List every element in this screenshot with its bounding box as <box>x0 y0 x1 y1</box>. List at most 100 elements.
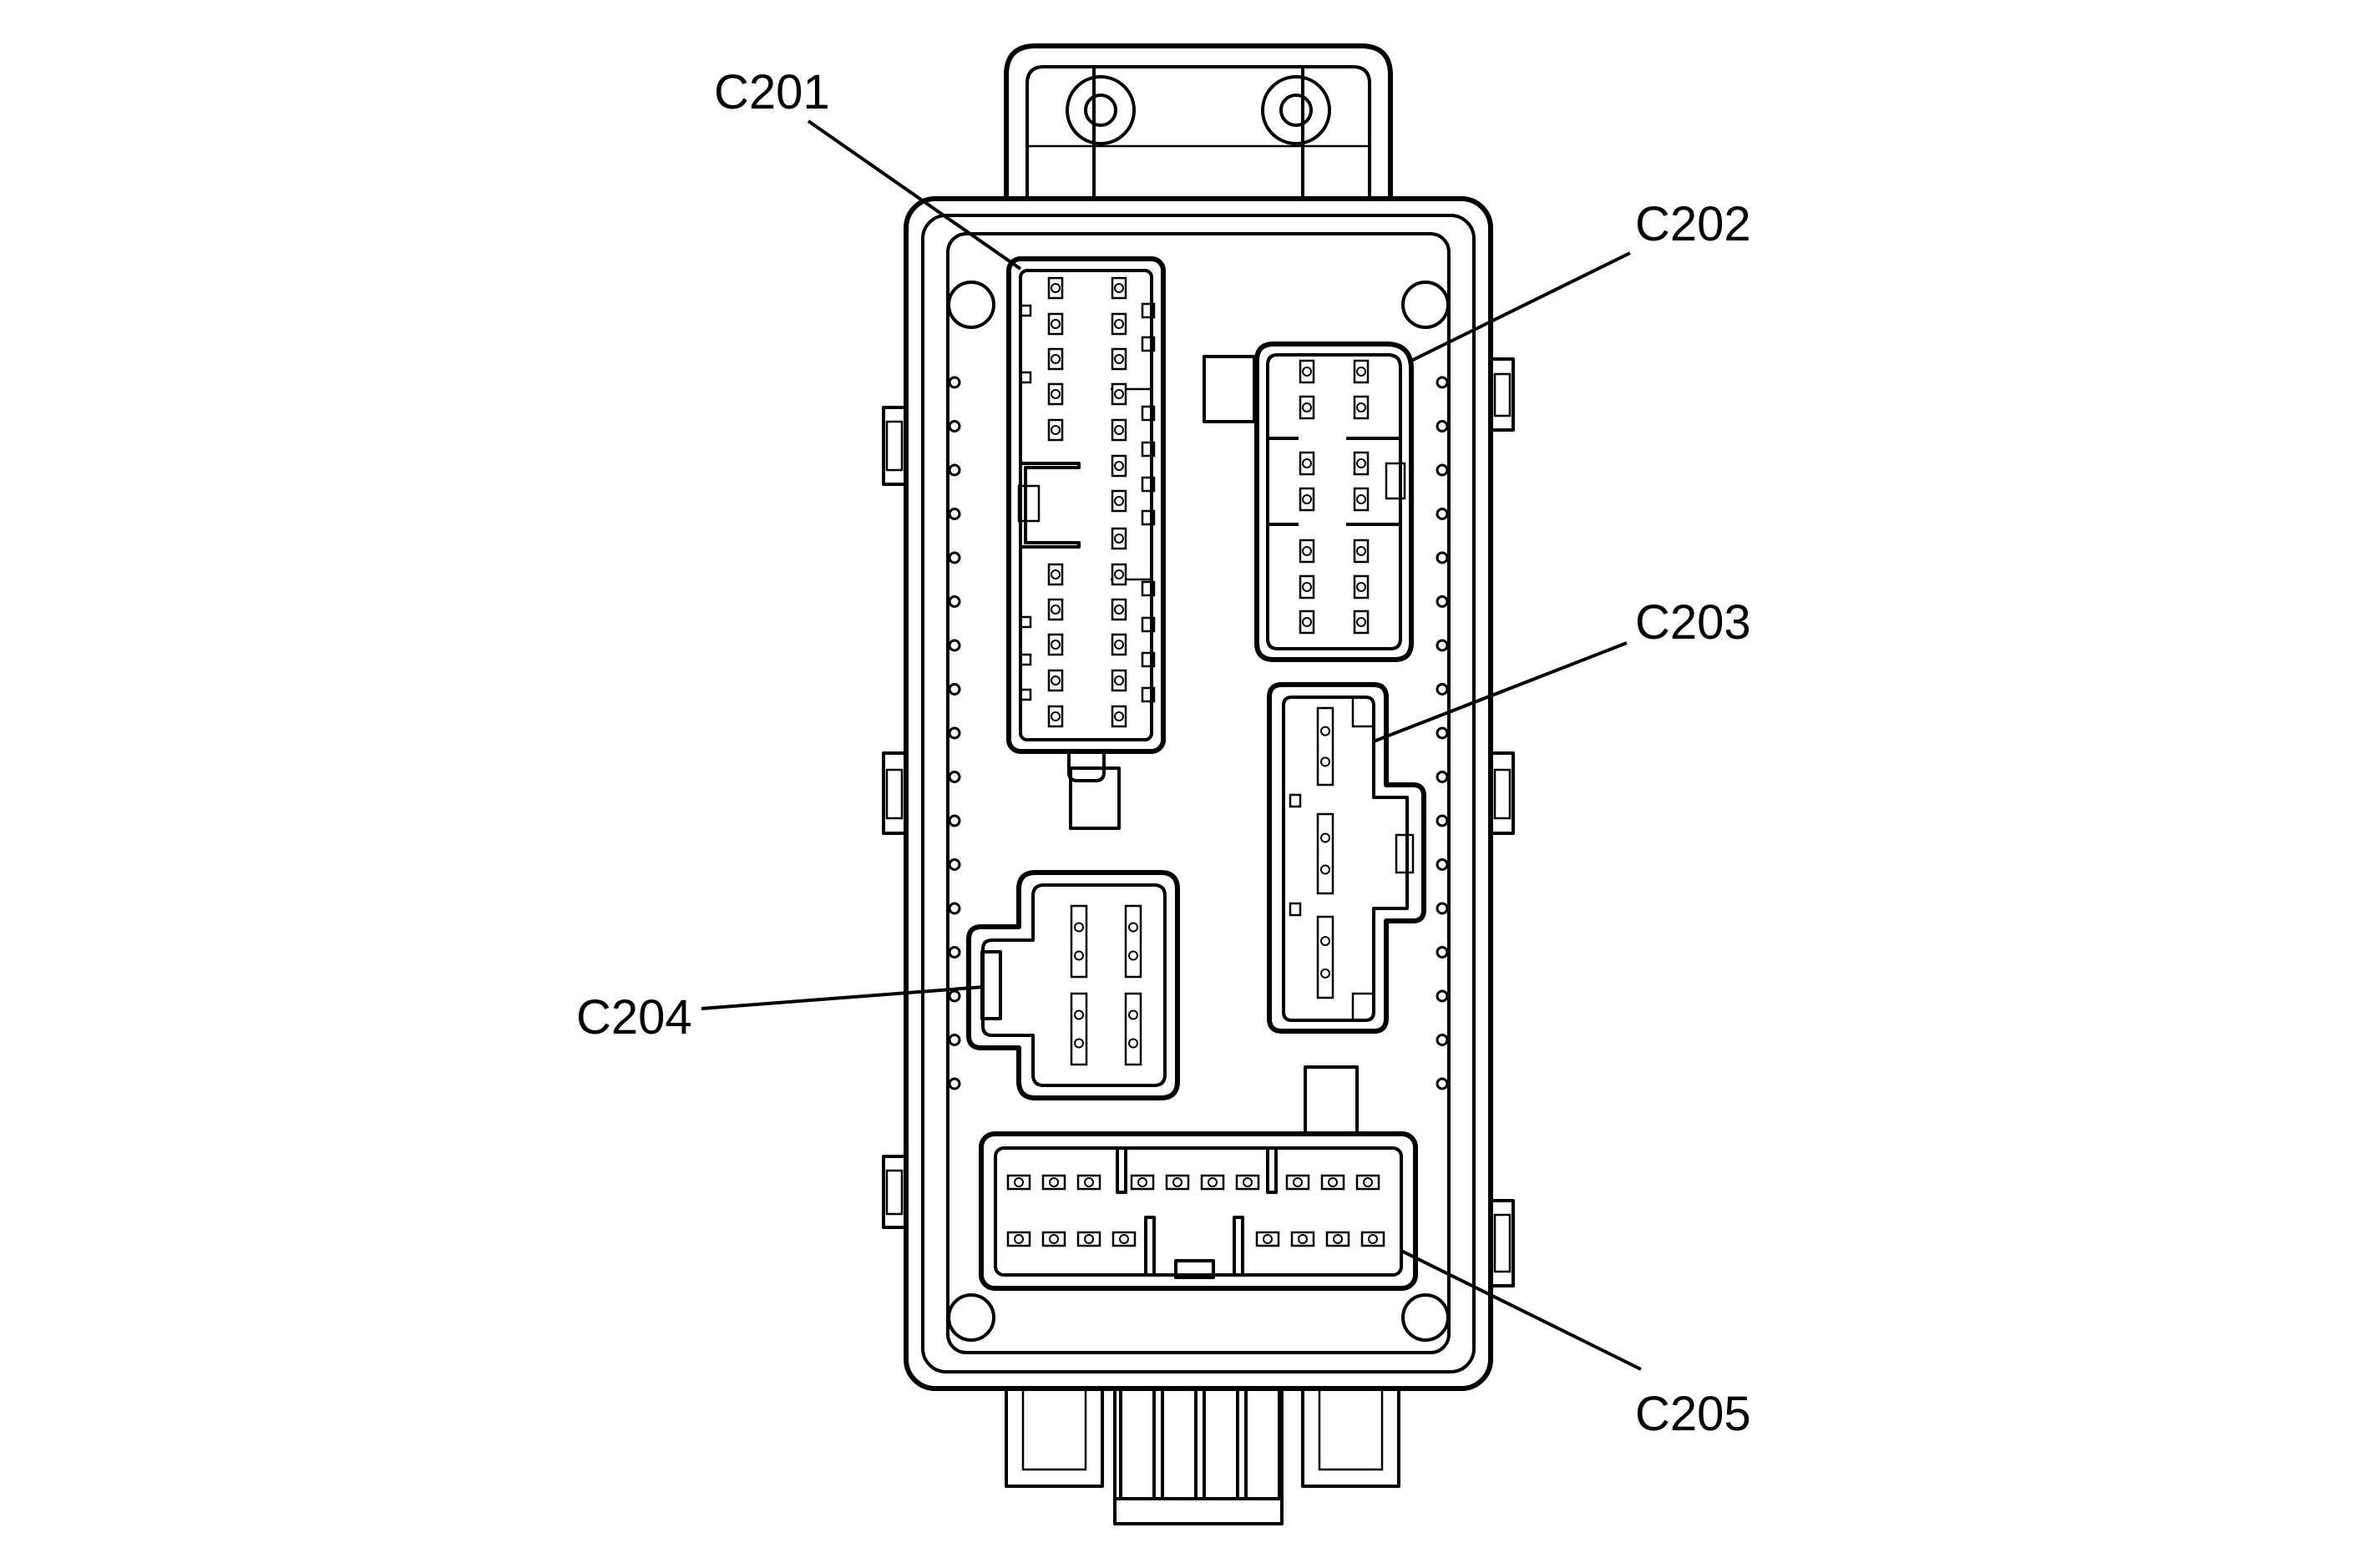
c204-terminal-pin <box>1074 950 1084 961</box>
housing-dot <box>1436 508 1449 520</box>
c205-terminal-pin <box>1208 1177 1218 1187</box>
bottom-terminal-block <box>1005 1389 1400 1525</box>
c202-terminal-pin <box>1356 546 1366 556</box>
housing-dot <box>948 946 961 959</box>
c201-terminal-pin <box>1051 711 1061 721</box>
c205-terminal-pin <box>1243 1177 1253 1187</box>
c201-latch <box>1141 336 1156 352</box>
c201-terminal-pin <box>1114 354 1124 364</box>
housing-dot <box>948 814 961 827</box>
c201-latch <box>1141 651 1156 668</box>
c202-terminals <box>1299 359 1370 635</box>
c201-latch <box>1141 441 1156 458</box>
c202-terminal-pin <box>1302 546 1312 556</box>
c202-terminal-pin <box>1356 402 1366 412</box>
c205-terminal-pin <box>1172 1177 1182 1187</box>
c202-terminal-pin <box>1302 617 1312 627</box>
junction-block-housing <box>882 196 1515 1391</box>
terminal-slat <box>1119 1389 1156 1500</box>
c204-terminal-pin <box>1128 1038 1138 1049</box>
c201-terminal-pin <box>1051 604 1061 615</box>
housing-dot <box>948 989 961 1003</box>
housing-dot <box>1436 463 1449 477</box>
c201-latch <box>1019 653 1032 666</box>
c201-terminal-pin <box>1114 461 1124 471</box>
c202-terminal-pin <box>1302 367 1312 377</box>
c201-latch <box>1019 371 1032 384</box>
c205-terminal-pin <box>1363 1177 1373 1187</box>
housing-dot <box>948 902 961 915</box>
top-mounting-bracket <box>1004 43 1393 200</box>
housing-edge-dots <box>948 376 1449 1090</box>
c201-terminal-pin <box>1114 534 1124 544</box>
terminal-slat <box>1203 1389 1239 1500</box>
housing-dot <box>948 420 961 432</box>
c202-leader-line <box>1410 251 1631 362</box>
c202-terminal-pin <box>1302 458 1312 468</box>
c201-terminals <box>1019 276 1156 728</box>
housing-dot <box>948 858 961 871</box>
c202-terminal-pin <box>1356 494 1366 504</box>
c201-terminal-pin <box>1051 675 1061 685</box>
c202-terminal-pin <box>1356 458 1366 468</box>
c201-terminal-pin <box>1051 425 1061 435</box>
c205-terminal-pin <box>1084 1177 1094 1187</box>
c203-terminal-pin <box>1320 864 1330 875</box>
housing-dot <box>948 595 961 608</box>
c202-terminal-pin <box>1356 617 1366 627</box>
housing-dot <box>948 771 961 783</box>
c202-terminal-pin <box>1302 402 1312 412</box>
terminal-slat <box>1244 1389 1281 1500</box>
c205-terminal-pin <box>1328 1177 1338 1187</box>
c205-terminal-pin <box>1014 1177 1024 1187</box>
c201-terminal-pin <box>1051 389 1061 399</box>
c203-terminal-pin <box>1320 726 1330 736</box>
c201-terminal-pin <box>1114 604 1124 615</box>
housing-dot <box>1436 376 1449 389</box>
c202-terminal-pin <box>1356 582 1366 592</box>
c201-terminal-pin <box>1114 319 1124 329</box>
c204-terminal-pin <box>1128 1009 1138 1020</box>
c201-latch <box>1019 615 1032 629</box>
c203-terminal-pin <box>1320 968 1330 979</box>
c205-label: C205 <box>1635 1387 1751 1441</box>
leader-lines <box>701 119 1642 1371</box>
c201-terminal-pin <box>1114 283 1124 293</box>
c204-leader-line <box>701 985 985 1010</box>
housing-dot <box>1436 420 1449 432</box>
bottom-terminal-slats <box>1119 1389 1281 1500</box>
c201-terminal-pin <box>1051 283 1061 293</box>
c203-terminal <box>1316 915 1334 999</box>
housing-dot <box>1436 595 1449 608</box>
c204-terminal <box>1070 992 1088 1066</box>
c201-terminal-pin <box>1114 711 1124 721</box>
connector-c205 <box>979 1065 1418 1291</box>
c201-latch <box>1141 405 1156 422</box>
c201-terminal-pin <box>1114 496 1124 506</box>
c201-label: C201 <box>714 65 830 119</box>
c202-terminal-pin <box>1302 494 1312 504</box>
c201-latch <box>1141 509 1156 526</box>
c201-terminal-pin <box>1051 354 1061 364</box>
c202-label: C202 <box>1635 197 1751 251</box>
c205-terminal-pin <box>1293 1177 1303 1187</box>
housing-dot <box>1436 946 1449 959</box>
c204-terminals <box>1070 904 1142 1066</box>
c201-latch <box>1141 686 1156 703</box>
c205-leader-line <box>1400 1249 1642 1371</box>
c205-terminal-pin <box>1049 1234 1059 1244</box>
housing-dot <box>948 376 961 389</box>
housing-dot <box>948 463 961 477</box>
connector-c201 <box>1006 256 1166 830</box>
c201-terminal-pin <box>1114 425 1124 435</box>
c205-terminal-pin <box>1084 1234 1094 1244</box>
c204-label: C204 <box>576 990 692 1045</box>
c201-leader-line <box>807 119 1022 271</box>
housing-dot <box>1436 902 1449 915</box>
c201-latch <box>1141 616 1156 633</box>
c202-terminal-pin <box>1356 367 1366 377</box>
c201-terminal-pin <box>1114 569 1124 579</box>
c205-terminal-pin <box>1368 1234 1378 1244</box>
housing-dot <box>948 1034 961 1046</box>
c201-latch <box>1141 476 1156 493</box>
